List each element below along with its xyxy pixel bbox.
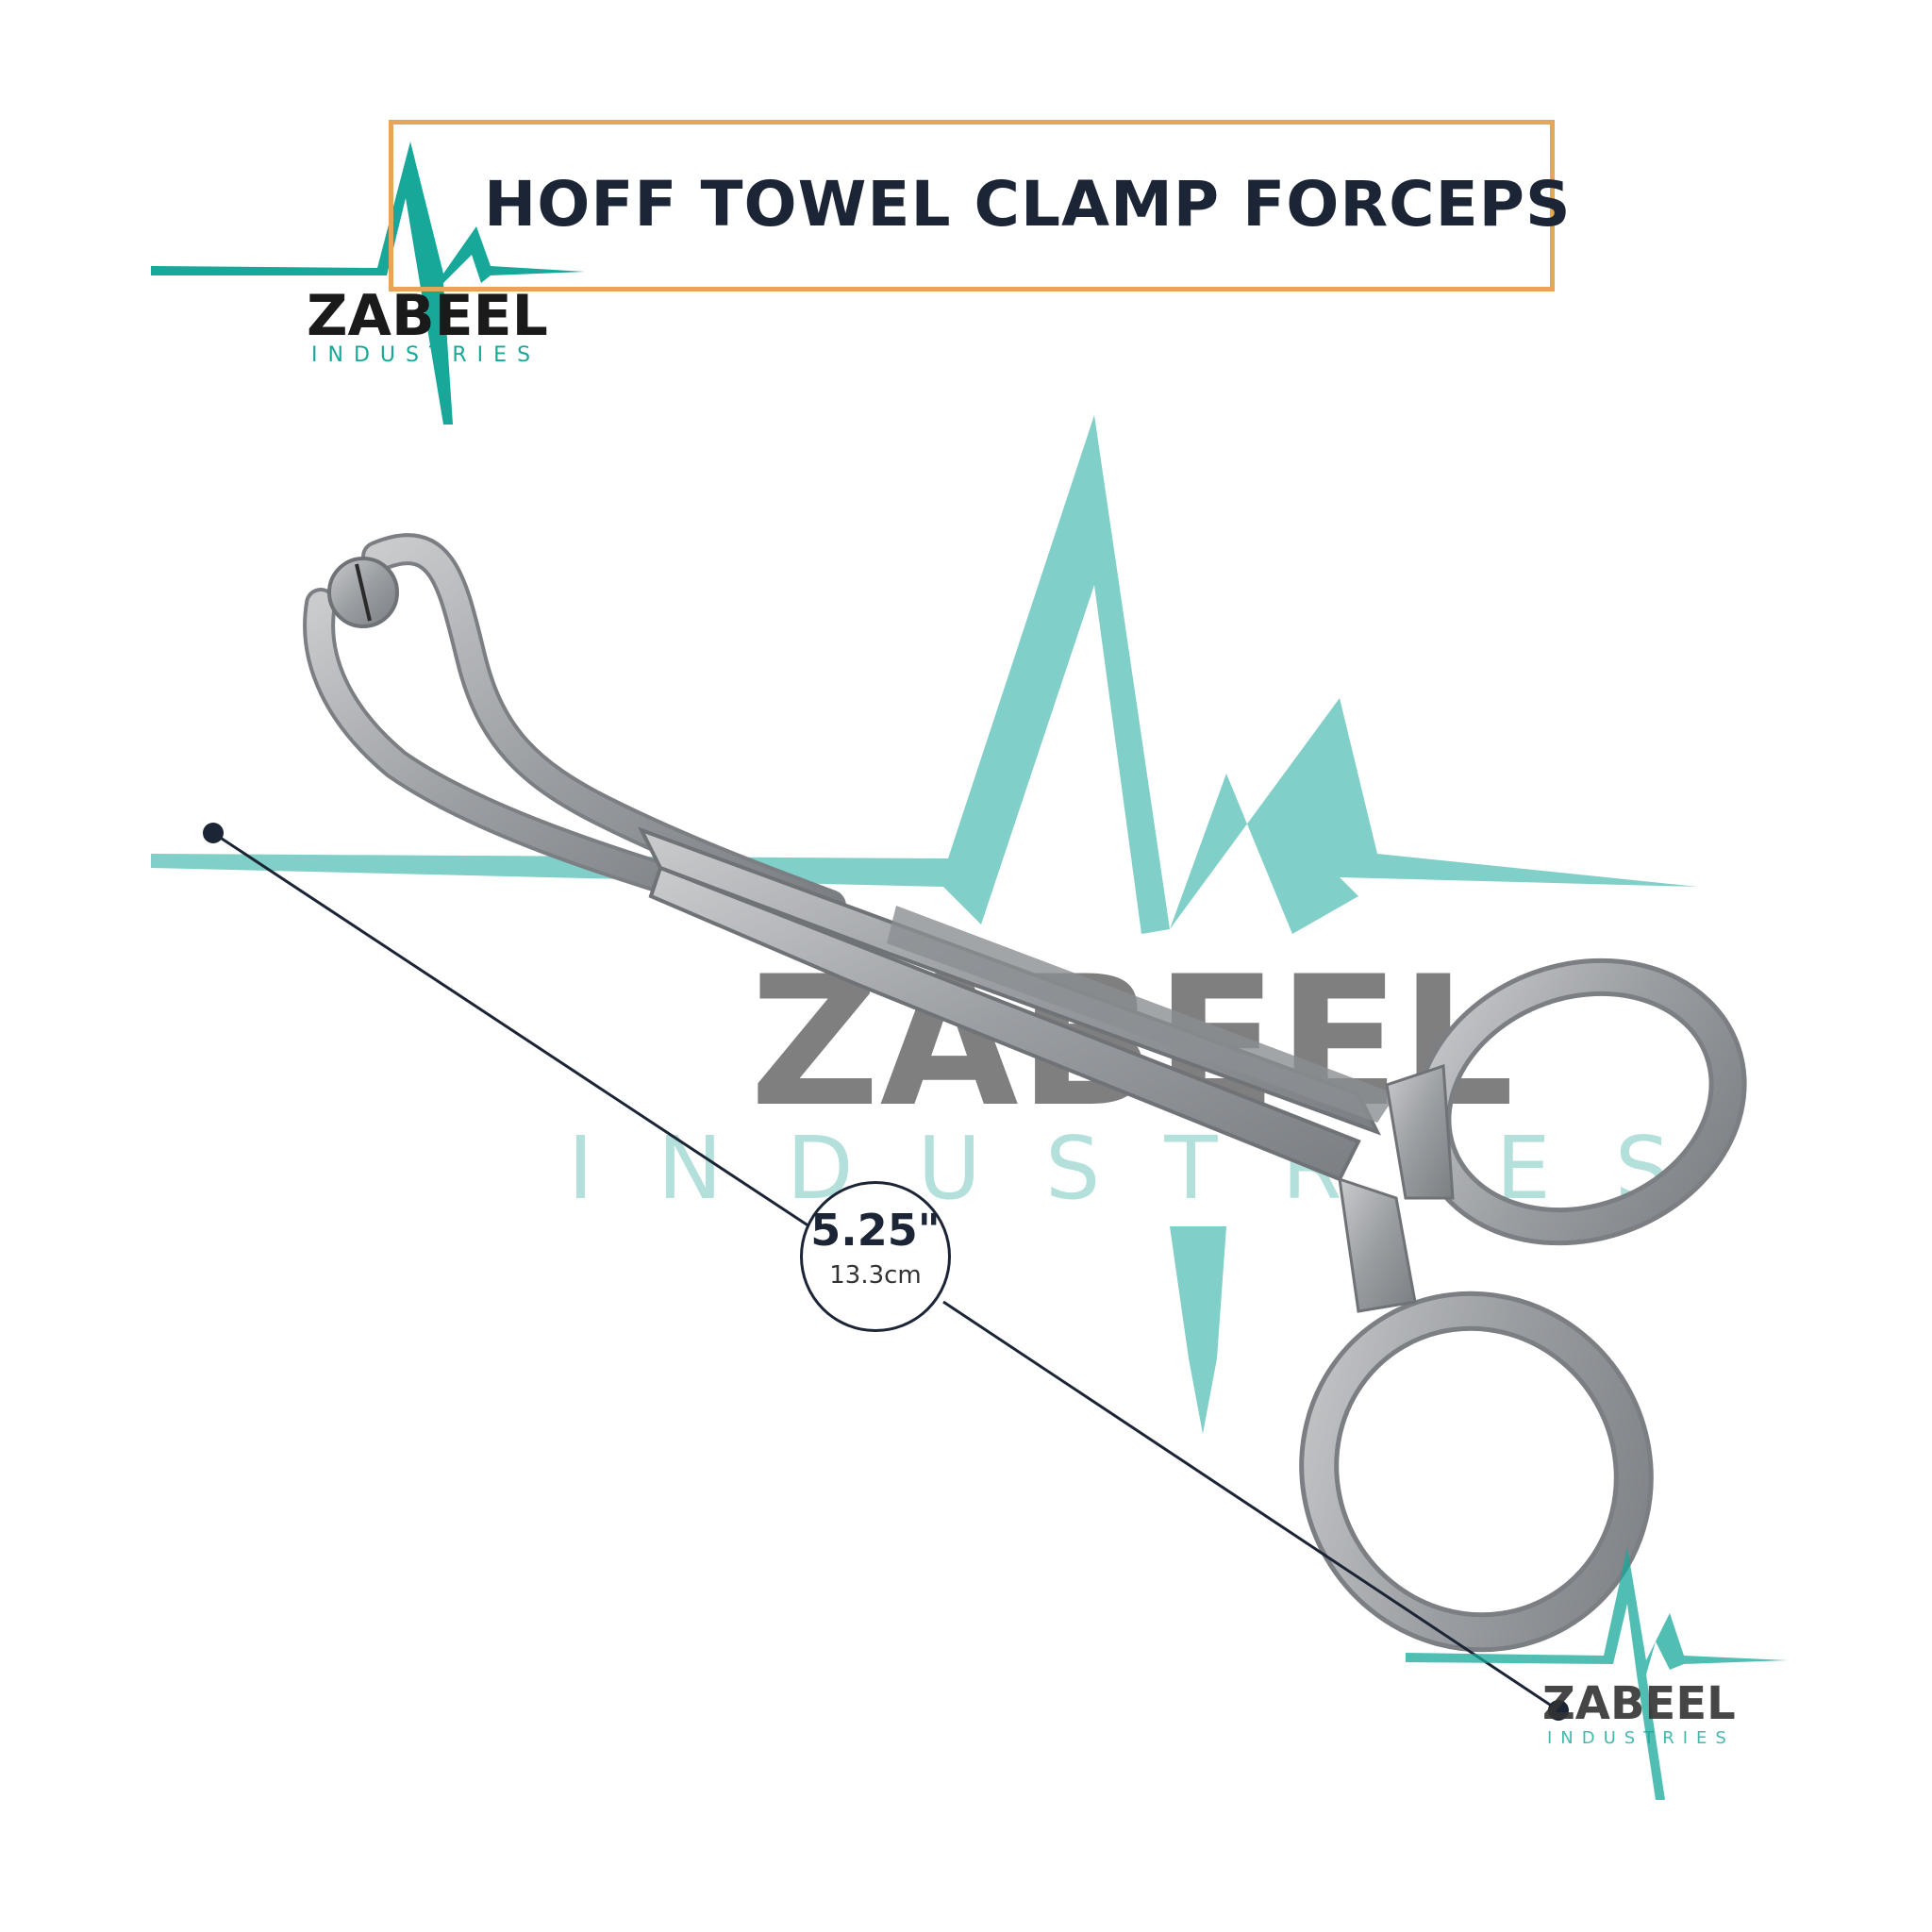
dimension-end-dot (1548, 1700, 1569, 1721)
top-logo: ZABEEL INDUSTRIES (151, 142, 585, 425)
watermark-tagline: INDUSTRIES (568, 1118, 1734, 1219)
dimension-badge: 5.25" 13.3cm (800, 1181, 951, 1332)
dimension-inches: 5.25" (810, 1205, 941, 1256)
forceps-icon (303, 533, 1747, 1653)
top-logo-tagline: INDUSTRIES (311, 343, 541, 367)
dimension-start-dot (203, 823, 224, 843)
bottom-logo-brand: ZABEEL (1542, 1677, 1736, 1730)
bottom-logo-tagline: INDUSTRIES (1547, 1728, 1735, 1748)
title-box (389, 120, 1555, 291)
top-logo-brand: ZABEEL (307, 283, 548, 349)
watermark-heartbeat-icon (151, 415, 1698, 1434)
dimension-cm: 13.3cm (829, 1261, 922, 1290)
bottom-logo: ZABEEL INDUSTRIES (1406, 1547, 1788, 1800)
dimension-line (203, 823, 1569, 1721)
page-title: HOFF TOWEL CLAMP FORCEPS (484, 168, 1572, 241)
